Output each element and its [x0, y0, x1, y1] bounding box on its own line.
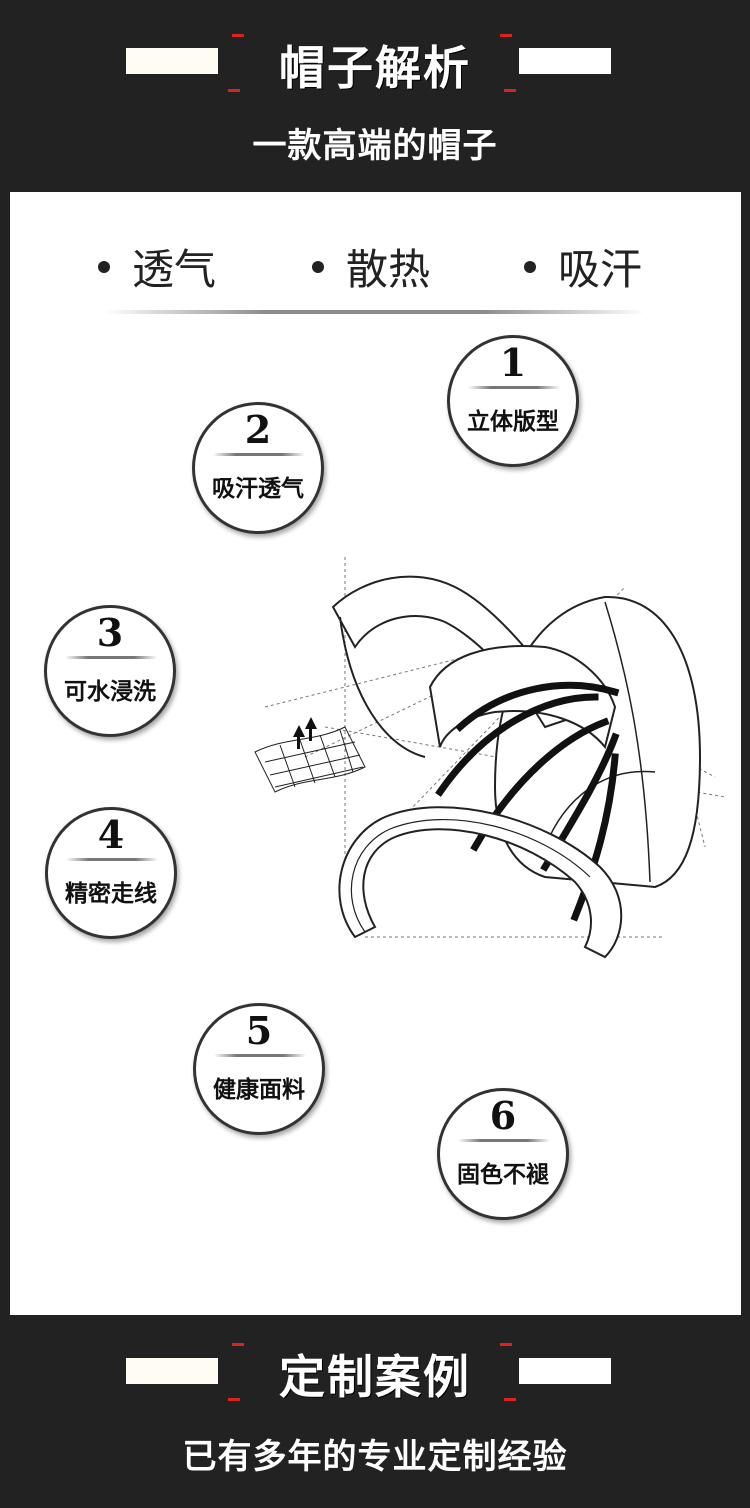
header-bar-left	[126, 1358, 218, 1384]
section-subtitle: 已有多年的专业定制经验	[182, 1437, 568, 1477]
header-bracket-right	[498, 1343, 518, 1401]
feature-panel: 透气 散热 吸汗	[10, 192, 741, 1315]
badge-label: 立体版型	[467, 409, 559, 435]
feature-item: 散热	[312, 236, 430, 297]
page-subtitle: 一款高端的帽子	[252, 126, 498, 166]
badge-number: 2	[244, 407, 272, 452]
bullet-icon	[524, 260, 536, 273]
badge-rule	[65, 656, 157, 659]
badge-1: 1 立体版型	[447, 335, 579, 467]
section-title: 定制案例	[279, 1350, 471, 1404]
badge-6: 6 固色不褪	[437, 1088, 569, 1220]
header-bracket-right	[498, 34, 518, 92]
header-bracket-left	[226, 1343, 246, 1401]
badge-rule	[214, 1054, 306, 1057]
cap-exploded-diagram-icon	[254, 557, 726, 959]
bullet-icon	[98, 260, 110, 273]
badge-number: 5	[245, 1008, 273, 1053]
badge-2: 2 吸汗透气	[192, 402, 324, 534]
feature-label: 散热	[346, 245, 431, 294]
badge-5: 5 健康面料	[193, 1003, 325, 1135]
badge-rule	[458, 1139, 550, 1142]
badge-number: 4	[97, 812, 125, 857]
header-bar-right	[519, 48, 611, 74]
feature-item: 吸汗	[524, 236, 642, 297]
feature-list: 透气 散热 吸汗	[10, 236, 741, 294]
badge-label: 健康面料	[213, 1077, 305, 1103]
feature-item: 透气	[98, 236, 216, 297]
badge-label: 精密走线	[65, 881, 157, 907]
badge-number: 6	[489, 1093, 517, 1138]
badge-rule	[468, 386, 560, 389]
divider	[105, 310, 645, 314]
page-title: 帽子解析	[279, 41, 471, 95]
badge-number: 3	[96, 610, 124, 655]
badge-rule	[213, 453, 305, 456]
badge-3: 3 可水浸洗	[44, 605, 176, 737]
feature-label: 透气	[132, 245, 217, 294]
badge-rule	[66, 858, 158, 861]
bullet-icon	[312, 260, 324, 273]
badge-label: 吸汗透气	[212, 476, 304, 502]
badge-4: 4 精密走线	[45, 807, 177, 939]
badge-number: 1	[499, 340, 527, 385]
header-bracket-left	[226, 34, 246, 92]
header-bar-right	[519, 1358, 611, 1384]
badge-label: 可水浸洗	[64, 679, 156, 705]
header-bar-left	[126, 48, 218, 74]
badge-label: 固色不褪	[457, 1162, 549, 1188]
feature-label: 吸汗	[558, 245, 643, 294]
